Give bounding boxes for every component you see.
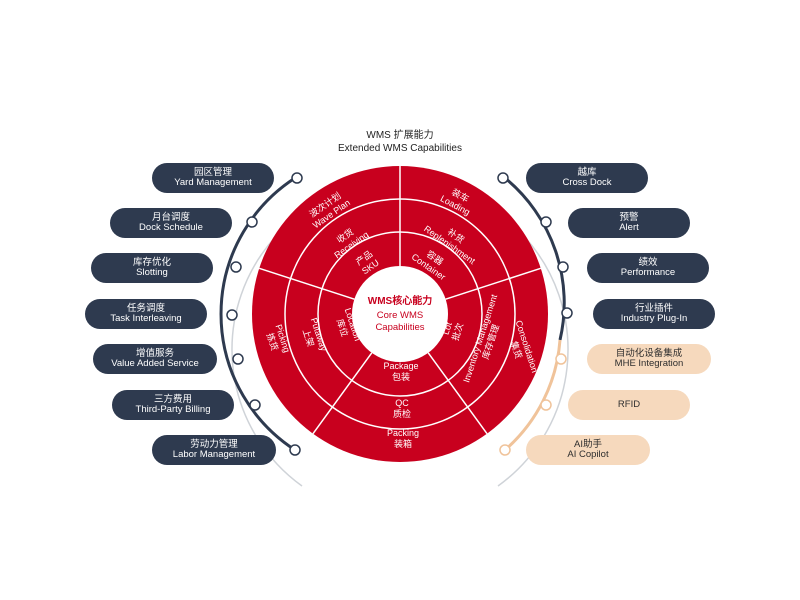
pill-en: Yard Management bbox=[174, 177, 252, 188]
pill-task-interleaving: 任务调度 Task Interleaving bbox=[85, 299, 207, 329]
pill-en: RFID bbox=[617, 398, 641, 410]
connector-dot bbox=[232, 353, 244, 365]
pill-en: MHE Integration bbox=[614, 358, 684, 369]
connector-dot bbox=[291, 172, 303, 184]
pill-en: Labor Management bbox=[172, 449, 256, 460]
inner-seg-label-zh: 库位 bbox=[335, 317, 351, 338]
pill-en: AI Copilot bbox=[567, 449, 609, 460]
pill-en: Performance bbox=[620, 267, 676, 278]
pill-yard-management: 园区管理 Yard Management bbox=[152, 163, 274, 193]
left-connector-dots bbox=[226, 172, 303, 456]
connector-dot bbox=[555, 353, 567, 365]
connector-dot bbox=[557, 261, 569, 273]
middle-seg-label-zh: 质检 bbox=[393, 408, 411, 419]
core-center bbox=[352, 266, 448, 362]
connector-dot bbox=[246, 216, 258, 228]
pill-zh: 劳动力管理 bbox=[190, 438, 238, 450]
middle-seg-label-en: QC bbox=[395, 398, 409, 408]
pill-zh: 三方费用 bbox=[153, 393, 192, 405]
title-en: Extended WMS Capabilities bbox=[338, 142, 462, 154]
inner-seg-label-zh: 包装 bbox=[392, 371, 410, 382]
outer-seg-label-en: Packing bbox=[387, 428, 419, 438]
core-title-en2: Capabilities bbox=[375, 322, 424, 333]
pill-zh: 越库 bbox=[577, 166, 597, 178]
inner-seg-label-en: Package bbox=[383, 361, 418, 371]
pill-ai-copilot: AI助手 AI Copilot bbox=[526, 435, 650, 465]
pill-industry-plug-in: 行业插件 Industry Plug-In bbox=[593, 299, 715, 329]
pill-zh: 增值服务 bbox=[135, 347, 174, 359]
outer-seg-label-zh: 拣货 bbox=[265, 331, 281, 352]
pill-zh: 绩效 bbox=[638, 256, 658, 268]
connector-dot bbox=[230, 261, 242, 273]
inner-seg-lot: Lot 批次 bbox=[441, 320, 466, 342]
outer-seg-label-zh: 装箱 bbox=[394, 438, 412, 449]
inner-seg-label-en: Lot bbox=[441, 320, 455, 335]
pill-dock-schedule: 月台调度 Dock Schedule bbox=[110, 208, 232, 238]
pill-zh: 行业插件 bbox=[634, 302, 673, 314]
pill-slotting: 库存优化 Slotting bbox=[91, 253, 213, 283]
pill-en: Alert bbox=[619, 222, 639, 233]
connector-dot bbox=[499, 444, 511, 456]
left-connector-arc bbox=[219, 176, 296, 452]
connector-dot bbox=[497, 172, 509, 184]
connector-dot bbox=[289, 444, 301, 456]
core-title-en1: Core WMS bbox=[377, 310, 423, 321]
right-connector-dots bbox=[497, 172, 573, 456]
pill-cross-dock: 越库 Cross Dock bbox=[526, 163, 648, 193]
pill-en: Task Interleaving bbox=[110, 313, 182, 324]
connector-dot bbox=[226, 309, 238, 321]
pill-rfid: RFID bbox=[568, 390, 690, 420]
pill-performance: 绩效 Performance bbox=[587, 253, 709, 283]
pill-zh: 任务调度 bbox=[126, 302, 165, 314]
pill-third-party-billing: 三方费用 Third-Party Billing bbox=[112, 390, 234, 420]
pill-zh: AI助手 bbox=[574, 438, 602, 450]
connector-dot bbox=[540, 216, 552, 228]
pill-en: Dock Schedule bbox=[139, 222, 203, 233]
connector-dot bbox=[540, 399, 552, 411]
outer-seg-label-zh: 集货 bbox=[509, 339, 525, 360]
pill-en: Slotting bbox=[136, 267, 168, 278]
pill-en: Value Added Service bbox=[111, 358, 199, 369]
pill-zh: 自动化设备集成 bbox=[615, 347, 683, 359]
outer-seg-packing: Packing 装箱 bbox=[387, 428, 419, 449]
pill-value-added-service: 增值服务 Value Added Service bbox=[93, 344, 217, 374]
pill-zh: 园区管理 bbox=[193, 166, 232, 178]
pill-en: Cross Dock bbox=[562, 177, 612, 188]
inner-seg-package: Package 包装 bbox=[383, 361, 418, 382]
title-zh: WMS 扩展能力 bbox=[366, 130, 434, 141]
pill-zh: 月台调度 bbox=[151, 211, 190, 223]
pill-zh: 预警 bbox=[619, 211, 639, 223]
radial-dividers bbox=[258, 166, 542, 435]
core-title-zh: WMS核心能力 bbox=[368, 294, 432, 307]
inner-seg-label-zh: 批次 bbox=[449, 321, 465, 342]
pill-zh: 库存优化 bbox=[132, 256, 171, 268]
connector-dot bbox=[561, 307, 573, 319]
pill-alert: 预警 Alert bbox=[568, 208, 690, 238]
middle-seg-qc: QC 质检 bbox=[393, 398, 411, 419]
pill-labor-management: 劳动力管理 Labor Management bbox=[152, 435, 276, 465]
extended-capabilities-title: WMS 扩展能力 Extended WMS Capabilities bbox=[300, 130, 500, 155]
pill-en: Third-Party Billing bbox=[135, 404, 211, 415]
pill-mhe-integration: 自动化设备集成 MHE Integration bbox=[587, 344, 711, 374]
connector-dot bbox=[249, 399, 261, 411]
pill-en: Industry Plug-In bbox=[620, 313, 688, 324]
